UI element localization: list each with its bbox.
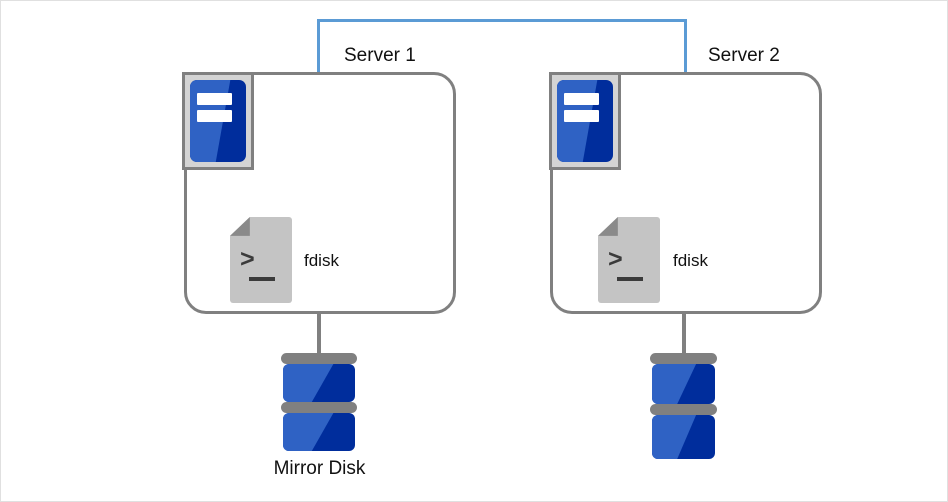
script-prompt-chevron-icon: >: [607, 245, 623, 275]
server-icon-slot-top: [564, 93, 599, 106]
disk-platter-upper: [283, 364, 355, 402]
interconnect-right-segment: [684, 19, 687, 74]
disk-bar-middle: [650, 404, 717, 415]
disk-bar-top: [650, 353, 717, 364]
disk-platter-upper: [652, 364, 715, 404]
disk-platter-highlight: [283, 364, 334, 402]
disk-platter-highlight: [652, 415, 697, 459]
disk-platter-lower: [283, 413, 355, 451]
interconnect-top-segment: [317, 19, 687, 22]
script-cursor-underscore-icon: [248, 277, 275, 282]
server-2-server-icon: [549, 72, 621, 170]
interconnect-left-segment: [317, 19, 320, 74]
server-icon-slot-bottom: [197, 109, 232, 122]
disk-platter-lower: [652, 415, 715, 459]
mirror-disk-label: Mirror Disk: [273, 458, 366, 479]
server-2-fdisk-label: fdisk: [673, 251, 708, 270]
server-2-label: Server 2: [708, 45, 780, 66]
server-icon-body: [557, 80, 613, 162]
script-page-fold: [598, 217, 618, 236]
server-2-fdisk-icon: >: [598, 217, 660, 303]
disk-platter-highlight: [652, 364, 697, 404]
server-icon-slot-bottom: [564, 109, 599, 122]
disk-platter-highlight: [283, 413, 334, 451]
server-1-disk-stack-icon: [281, 353, 357, 451]
server-2-box: [550, 72, 822, 314]
server-2-disk-stack-icon: [650, 353, 717, 459]
disk-bar-top: [281, 353, 357, 364]
server-icon-slot-top: [197, 93, 232, 106]
script-cursor-underscore-icon: [616, 277, 643, 282]
server-1-server-icon: [182, 72, 254, 170]
server-1-fdisk-icon: >: [230, 217, 292, 303]
server-2-disk-connector: [682, 314, 686, 356]
disk-bar-middle: [281, 402, 357, 413]
server-1-disk-connector: [317, 314, 321, 356]
script-prompt-chevron-icon: >: [239, 245, 255, 275]
server-1-label: Server 1: [344, 45, 416, 66]
server-icon-body: [190, 80, 246, 162]
script-page-fold: [230, 217, 250, 236]
server-1-fdisk-label: fdisk: [304, 251, 339, 270]
